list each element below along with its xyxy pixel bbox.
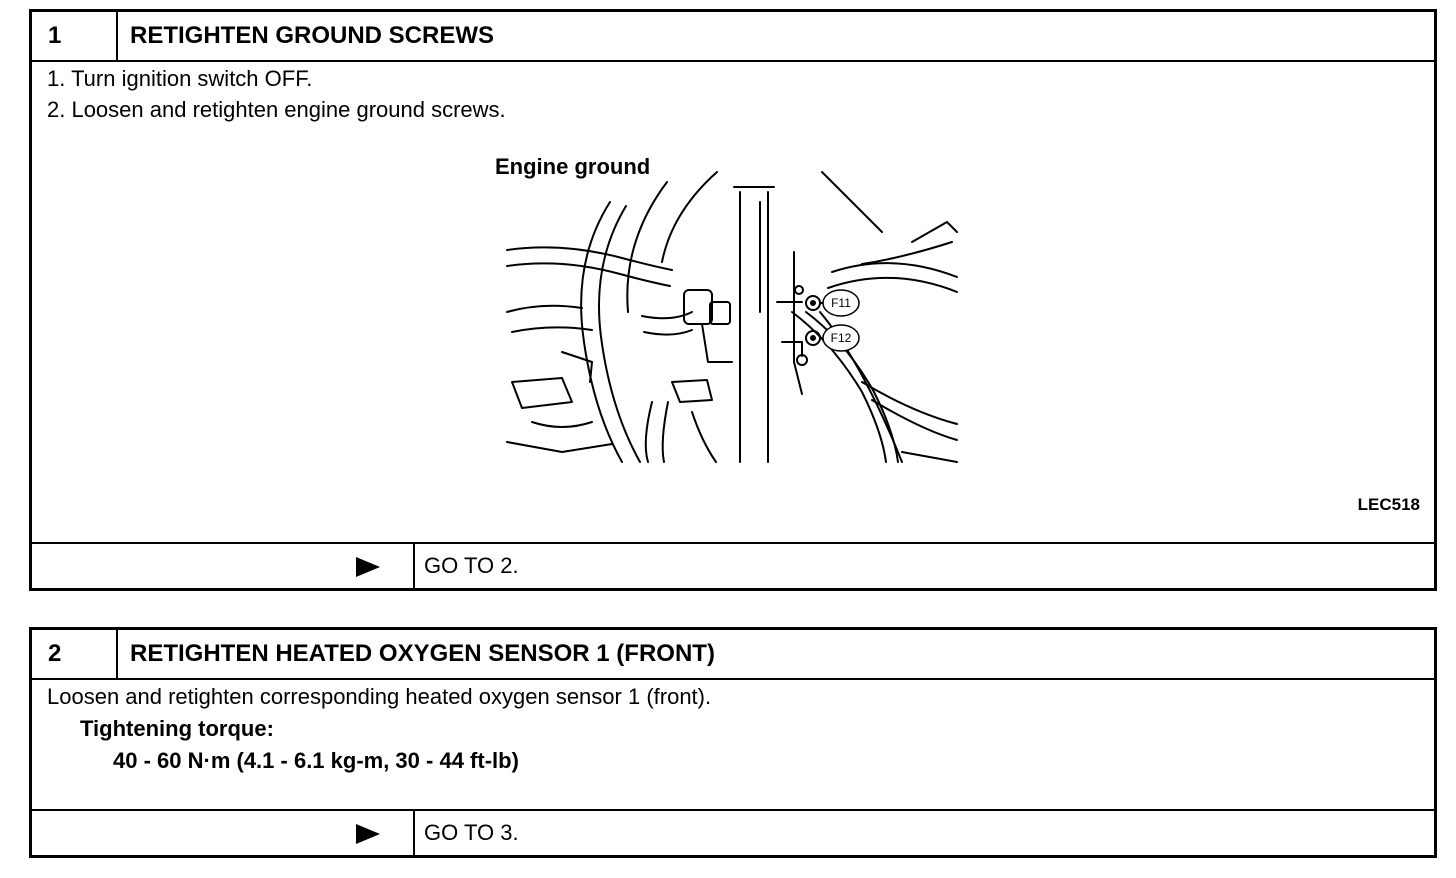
callout-f11: F11 — [831, 296, 851, 310]
step-2-arrow-cell — [32, 811, 415, 855]
step-2-goto: GO TO 3. — [424, 820, 519, 845]
step-1-instruction-2: 2. Loosen and retighten engine ground sc… — [47, 97, 506, 122]
callout-f12-bubble — [822, 324, 860, 352]
right-triangle-icon — [356, 824, 380, 844]
step-1-header: 1 RETIGHTEN GROUND SCREWS — [32, 12, 1434, 62]
step-2-footer: GO TO 3. — [32, 809, 1434, 855]
torque-value: 40 - 60 N·m (4.1 - 6.1 kg-m, 30 - 44 ft-… — [113, 748, 519, 773]
step-1-number: 1 — [32, 12, 118, 60]
right-triangle-icon — [356, 557, 380, 577]
figure-label: Engine ground — [495, 154, 651, 179]
callout-f11-bubble — [822, 289, 860, 317]
step-2-instruction: Loosen and retighten corresponding heate… — [47, 684, 712, 709]
step-1-box: 1 RETIGHTEN GROUND SCREWS 1. Turn igniti… — [29, 9, 1437, 591]
figure-code: LEC518 — [1357, 495, 1420, 514]
torque-label: Tightening torque: — [80, 716, 274, 741]
step-2-title: RETIGHTEN HEATED OXYGEN SENSOR 1 (FRONT) — [130, 640, 715, 667]
step-1-title: RETIGHTEN GROUND SCREWS — [130, 22, 495, 49]
step-2-header: 2 RETIGHTEN HEATED OXYGEN SENSOR 1 (FRON… — [32, 630, 1434, 680]
step-1-goto: GO TO 2. — [424, 553, 519, 578]
step-1-arrow-cell — [32, 544, 415, 588]
step-1-footer: GO TO 2. — [32, 542, 1434, 588]
step-1-instruction-1: 1. Turn ignition switch OFF. — [47, 66, 313, 91]
engine-ground-illustration — [506, 171, 958, 463]
step-2-box: 2 RETIGHTEN HEATED OXYGEN SENSOR 1 (FRON… — [29, 627, 1437, 858]
callout-f12: F12 — [831, 331, 852, 345]
callout-labels: F11 F12 — [822, 289, 860, 352]
step-2-number: 2 — [32, 630, 118, 678]
